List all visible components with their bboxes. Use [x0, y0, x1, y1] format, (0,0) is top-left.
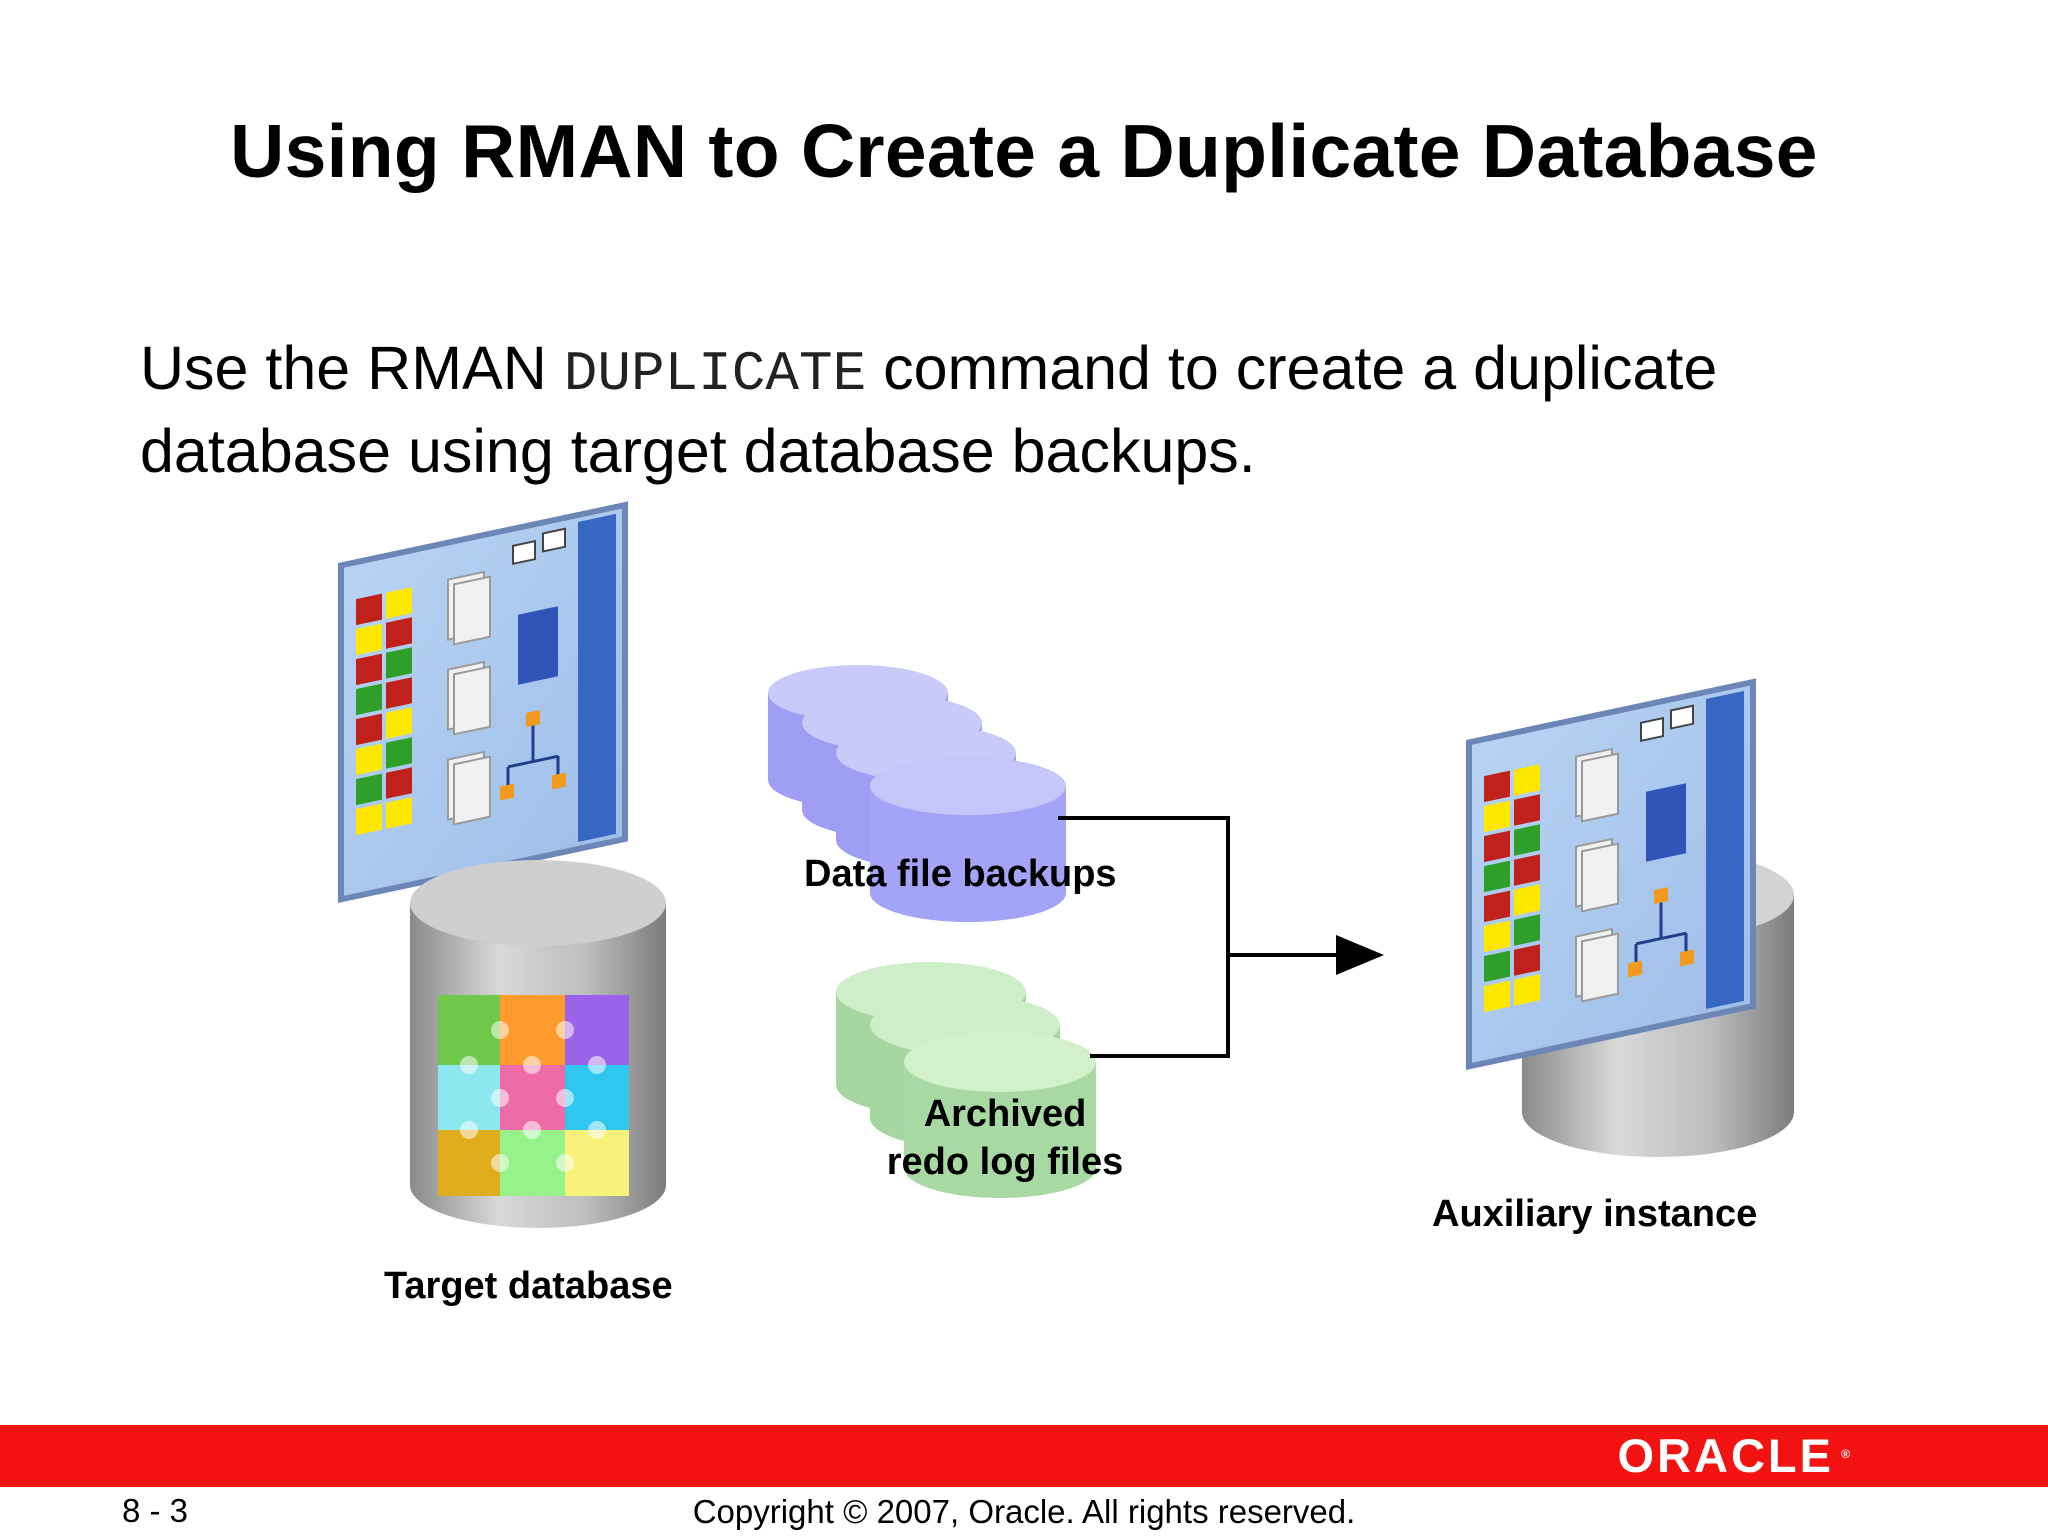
target-server-panel-icon	[338, 501, 628, 903]
archived-log-cylinders-icon	[836, 962, 1096, 1198]
duplicate-database-diagram	[338, 501, 1794, 1228]
target-server-icon	[518, 606, 558, 685]
archived-label-line1: Archived	[923, 1093, 1087, 1135]
oracle-logo-text: ORACLE	[1617, 1429, 1834, 1482]
target-database-label: Target database	[384, 1265, 673, 1307]
body-text-prefix: Use the RMAN	[140, 334, 564, 402]
page-number: 8 - 3	[122, 1492, 189, 1529]
puzzle-icon	[438, 995, 629, 1196]
target-block-stack-icon	[356, 587, 412, 836]
footer-bar: ORACLE ®	[0, 1425, 2048, 1487]
oracle-logo-mark: ®	[1841, 1447, 1850, 1461]
target-database-cylinder-icon	[410, 860, 666, 1228]
oracle-logo: ORACLE ®	[1618, 1432, 1850, 1479]
slide-title: Using RMAN to Create a Duplicate Databas…	[230, 109, 1818, 193]
archived-redo-log-label: Archived redo log files	[860, 1090, 1150, 1186]
copyright-text: Copyright © 2007, Oracle. All rights res…	[692, 1493, 1356, 1530]
auxiliary-block-stack-icon	[1484, 764, 1540, 1013]
auxiliary-document-stack-icon	[1575, 747, 1619, 1003]
connector-lines	[1058, 816, 1384, 1058]
datafile-backups-label: Data file backups	[804, 853, 1117, 895]
archived-label-line2: redo log files	[886, 1141, 1124, 1183]
datafile-backup-cylinders-icon	[768, 665, 1066, 922]
auxiliary-server-icon	[1646, 783, 1686, 862]
duplicate-command: DUPLICATE	[563, 342, 867, 406]
target-document-stack-icon	[447, 570, 491, 826]
body-text-suffix: command to create a duplicate database u…	[140, 334, 1718, 485]
slide-body-text: Use the RMAN DUPLICATE command to create…	[140, 330, 1960, 490]
auxiliary-server-panel-icon	[1466, 678, 1756, 1070]
auxiliary-instance-label: Auxiliary instance	[1432, 1193, 1758, 1235]
